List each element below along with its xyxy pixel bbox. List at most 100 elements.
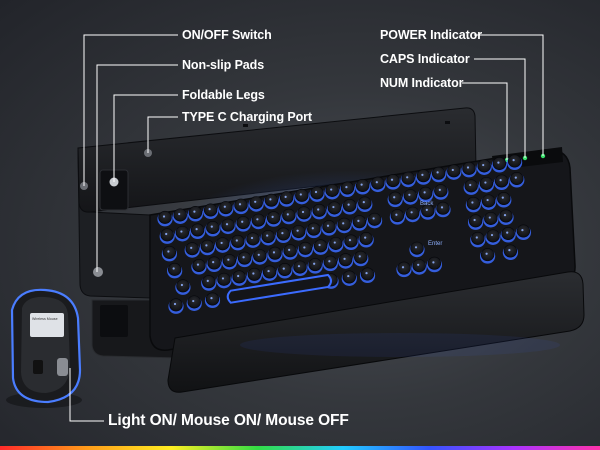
keycap-legend [241, 220, 244, 223]
keycap [185, 242, 199, 256]
on-off-switch-callout: ON/OFF Switch [182, 28, 272, 42]
keycap-legend [469, 183, 472, 187]
keycap-legend [345, 186, 348, 189]
keycap [247, 267, 262, 281]
keycap [355, 179, 370, 193]
keycap-legend [514, 176, 517, 179]
keycap-legend [267, 269, 270, 273]
keycap-legend [212, 261, 215, 264]
keycap-legend [328, 260, 331, 263]
keycap [352, 215, 367, 229]
keycap [307, 222, 321, 236]
keycap [466, 196, 481, 210]
keycap [222, 254, 237, 268]
keycap-legend [257, 253, 260, 256]
keycap [418, 186, 433, 200]
keyboard-back-panel [77, 107, 477, 299]
wireless-mouse: Wireless Mouse [6, 288, 82, 408]
keycap-legend [190, 246, 193, 249]
keycap-legend [348, 238, 352, 242]
keycap [386, 174, 400, 188]
keycap-legend [250, 236, 254, 240]
keycap [237, 251, 252, 265]
keycap-legend [221, 277, 225, 280]
keycap-legend [317, 208, 320, 211]
mouse-switch-icon[interactable] [57, 358, 68, 376]
keycap [206, 221, 220, 235]
keycap [342, 199, 357, 213]
keycap [310, 186, 324, 200]
keyboard-body: Enter Back [149, 147, 576, 351]
keycap-legend [208, 208, 211, 211]
keycap [253, 249, 267, 263]
keycap [266, 211, 281, 225]
keycap-legend [326, 224, 330, 227]
keycap [246, 232, 260, 246]
keycap-legend [521, 229, 524, 232]
keycap-legend [206, 279, 209, 282]
keycap [329, 236, 343, 250]
keycap [322, 220, 336, 234]
keycap-legend [180, 230, 183, 233]
keycap-legend [440, 206, 444, 209]
keycap-legend [282, 267, 285, 270]
keycap-legend [438, 188, 441, 191]
keycap-legend [347, 274, 350, 278]
keycap [160, 228, 174, 242]
keycap-legend [266, 234, 269, 237]
enter-key-label: Enter [428, 241, 442, 247]
keycap-legend [490, 233, 494, 237]
keycap-legend [196, 263, 200, 266]
keycap-legend [272, 251, 276, 254]
keycap-legend [395, 213, 398, 216]
keycap [175, 225, 190, 239]
keycap [480, 248, 495, 262]
caps-indicator-line [474, 58, 526, 158]
keycap [494, 174, 509, 188]
keycap-legend [318, 243, 321, 247]
keycap [188, 206, 203, 220]
non-slip-pads-line [96, 64, 178, 272]
keycap-legend [484, 181, 487, 184]
keycap-legend [506, 231, 509, 234]
keycap-legend [178, 212, 181, 216]
rainbow-light-strip [0, 446, 600, 450]
keycap-legend [238, 203, 242, 206]
keycap [388, 191, 402, 205]
keycap-legend [482, 163, 485, 167]
keycap [354, 250, 368, 264]
keycap [338, 253, 353, 267]
keycap [283, 244, 297, 258]
keycap-legend [423, 191, 426, 194]
keycap [236, 216, 250, 230]
keycap-legend [254, 200, 257, 203]
keycap [410, 241, 424, 255]
keycap [344, 234, 358, 248]
callout-leader-lines [69, 34, 544, 422]
keycap-legend [225, 223, 229, 226]
keycap-legend [410, 211, 413, 214]
keycap-legend [220, 241, 223, 245]
keycap-legend [357, 219, 360, 222]
keycap-legend [364, 236, 367, 239]
keycap [298, 241, 313, 255]
keycap [162, 245, 177, 259]
keycap [447, 164, 461, 178]
keycap-legend [365, 272, 368, 275]
backspace-key-label: Back [420, 201, 434, 207]
keycap-legend [167, 250, 170, 253]
keycap [416, 169, 431, 183]
type-c-port-callout: TYPE C Charging Port [182, 110, 312, 124]
keycap-legend [297, 265, 301, 268]
keycap-legend [358, 255, 361, 258]
power-indicator-callout: POWER Indicator [380, 28, 482, 42]
keycap [403, 189, 418, 203]
keycap-legend [195, 228, 198, 231]
keycap [312, 203, 326, 217]
keycap-legend [172, 267, 175, 270]
keycap-legend [360, 183, 363, 186]
num-indicator-line [462, 82, 508, 160]
keycap [340, 181, 355, 195]
keycap [516, 224, 531, 238]
keycap [251, 213, 266, 227]
